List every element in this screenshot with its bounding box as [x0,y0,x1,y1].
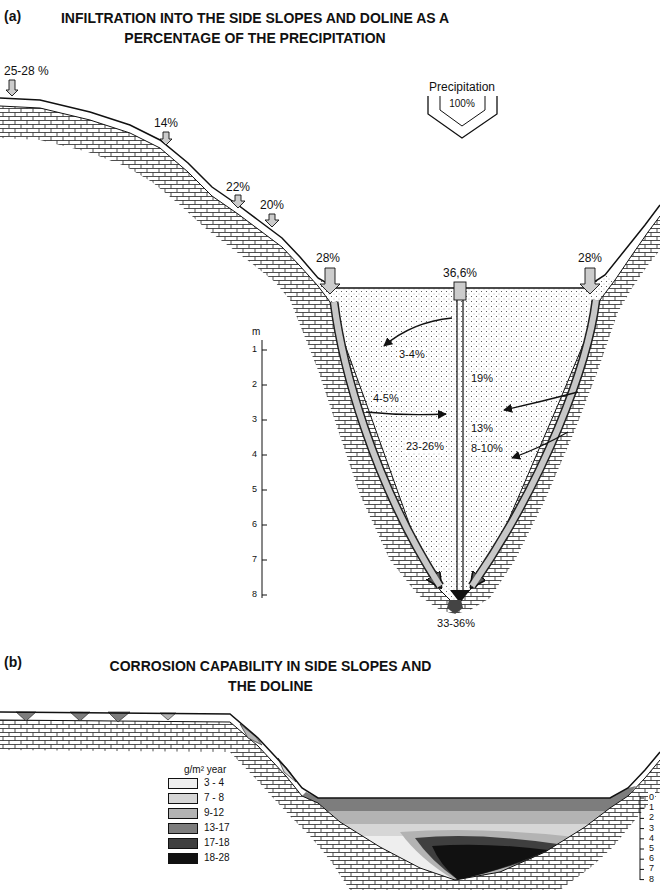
legend-swatch [168,838,198,849]
legend-text: 9-12 [204,807,224,819]
percentage-label: 20% [260,198,284,212]
legend-text: 7 - 8 [204,792,224,804]
legend-text: 18-28 [204,852,230,864]
infiltration-arrows [6,80,600,300]
scale-number: 4 [252,449,257,460]
percentage-label: 8-10% [470,442,504,455]
percentage-label: 4-5% [372,392,400,405]
percentage-label: 36,6% [443,266,477,280]
percentage-label: 28% [578,251,602,265]
legend-swatch [168,853,198,864]
panel-letter: (b) [4,654,22,671]
scale-number: 5 [648,843,655,854]
percentage-label: 33-36% [436,617,476,630]
legend-swatch [168,793,198,804]
legend-text: 13-17 [204,822,230,834]
panel-heading: INFILTRATION INTO THE SIDE SLOPES AND DO… [45,8,465,48]
limestone-hatch [0,720,660,890]
percentage-label: 25-28 % [4,64,49,78]
scale-number: 3 [648,823,655,834]
depth-scale [640,796,644,880]
scale-number: 6 [252,519,257,530]
scale-number: 1 [648,802,655,813]
scale-number: 8 [648,874,655,885]
scale-number: 5 [252,484,257,495]
percentage-label: 13% [470,422,494,435]
precipitation-arrow-inner [440,96,485,126]
central-flow-shaft [457,300,463,592]
limestone-hatch [0,106,660,614]
legend-text: 3 - 4 [204,777,224,789]
panel-letter: (a) [4,8,21,25]
legend-swatch [168,808,198,819]
legend-text: 17-18 [204,837,230,849]
scale-number: 4 [648,833,655,844]
scale-number: 7 [252,554,257,565]
scale-number: 7 [648,863,655,874]
scale-number: 2 [252,379,257,390]
scale-number: 2 [648,812,655,823]
percentage-label: 14% [154,116,178,130]
precipitation-label: Precipitation [429,80,495,94]
scale-number: 8 [252,589,257,600]
ground-surface [0,98,660,288]
legend-swatch [168,823,198,834]
doline-fill [318,275,615,605]
outflow-drip [447,600,463,614]
percentage-label: 3-4% [398,348,426,361]
scale-number: 0 [648,792,655,803]
panel-heading: CORROSION CAPABILITY IN SIDE SLOPES AND … [98,656,443,696]
percentage-label: 28% [316,251,340,265]
depth-scale [262,340,267,598]
rock-surface [0,720,660,880]
legend-unit: g/m² year [184,764,226,776]
legend-swatch [168,778,198,789]
scale-number: 6 [648,853,655,864]
rock-surface [0,106,660,605]
scale-number: 1 [252,344,257,355]
precipitation-value: 100% [449,98,475,110]
precipitation-arrow [428,96,497,138]
percentage-label: 19% [470,372,494,385]
percentage-label: 23-26% [405,440,445,453]
flow-arrows [366,318,578,458]
scale-unit: m [252,326,260,338]
soil-pockets [16,712,296,782]
scale-number: 3 [252,414,257,425]
percentage-label: 22% [226,180,250,194]
corrosion-zones [290,780,650,890]
ground-surface [0,712,660,798]
